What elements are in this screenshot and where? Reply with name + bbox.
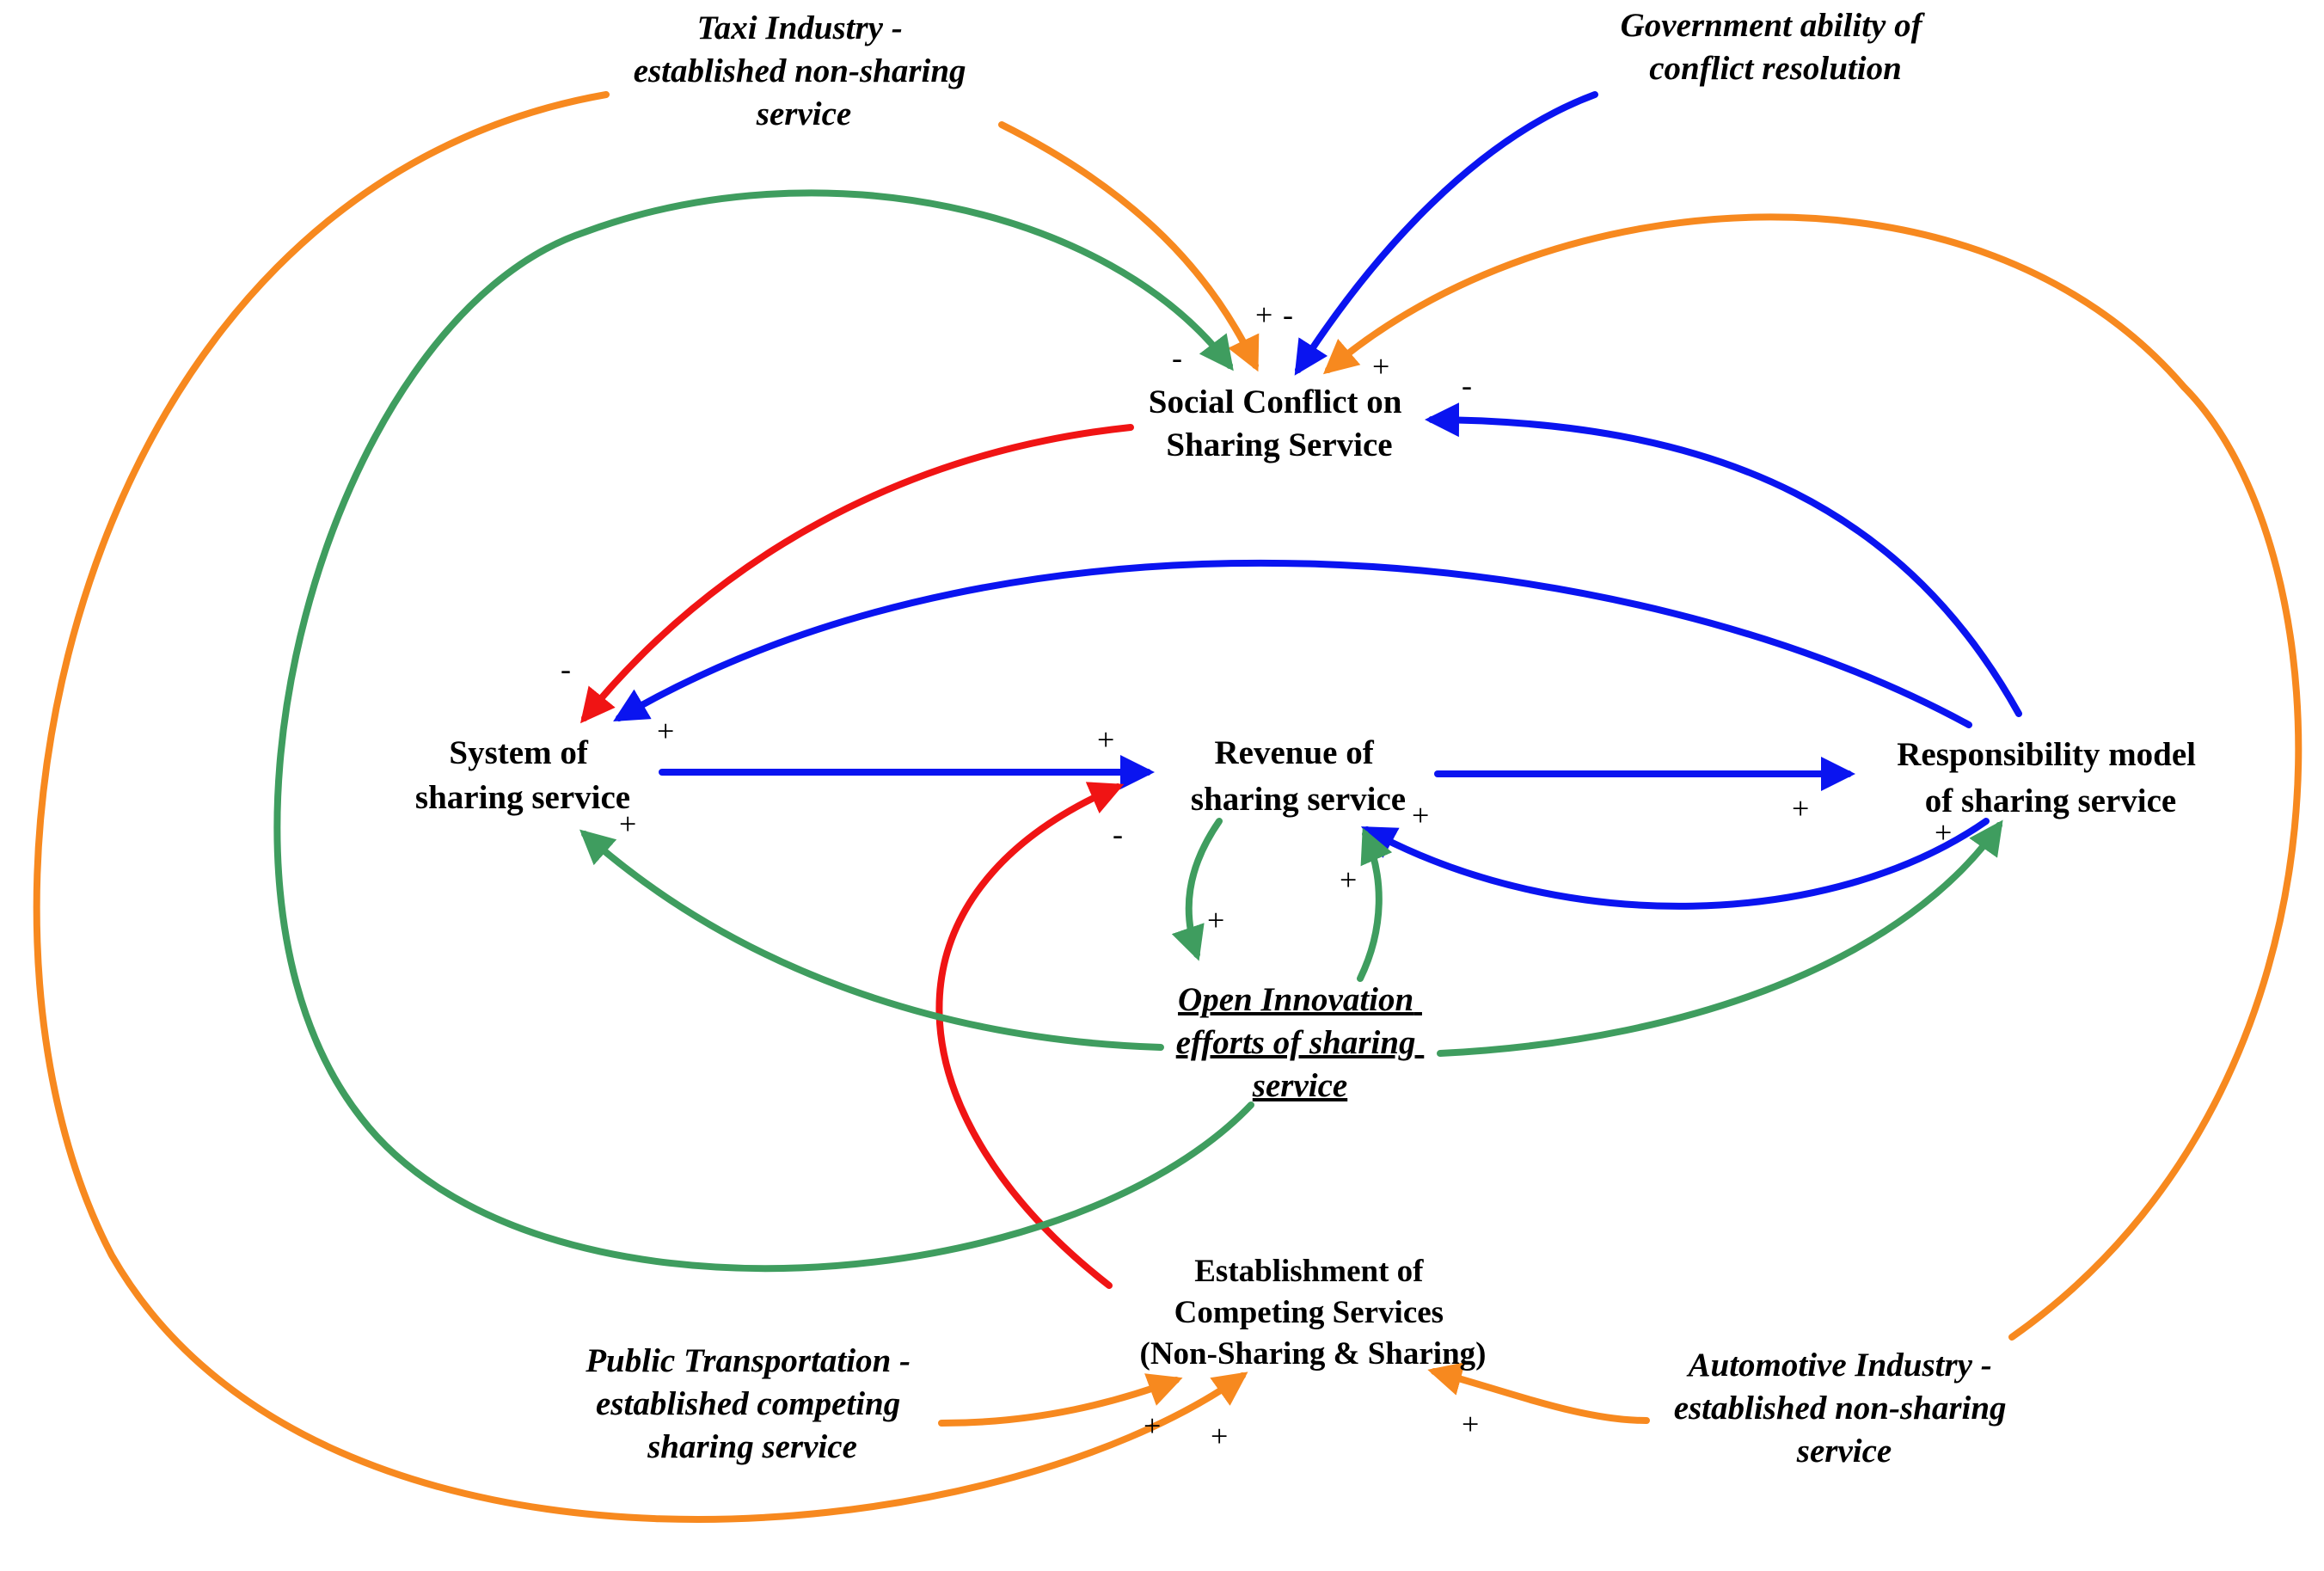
external-government-ability: Government ability of conflict resolutio…	[1621, 7, 1931, 87]
sign-openinnov-revenue-2: +	[1340, 862, 1357, 897]
sign-openinnov-revenue: +	[1412, 798, 1429, 832]
node-establishment-competing-services: Establishment of Competing Services (Non…	[1140, 1254, 1487, 1372]
sign-responsibility-social: -	[1462, 368, 1472, 402]
sign-automotive-establishment: +	[1462, 1407, 1479, 1441]
link-open-innovation-to-system	[579, 829, 1164, 1051]
link-responsibility-to-social-conflict	[1425, 402, 2022, 717]
sign-establishment-social: -	[1172, 341, 1182, 375]
sign-openinnov-system: +	[619, 807, 636, 841]
link-establishment-to-social-conflict	[273, 189, 1254, 1273]
link-open-innovation-to-revenue	[1357, 827, 1393, 982]
link-open-innovation-to-responsibility	[1437, 819, 2003, 1057]
link-public-transport-to-establishment	[938, 1373, 1183, 1427]
sign-openinnov-responsibility: +	[1935, 815, 1952, 850]
node-social-conflict: Social Conflict on Sharing Service	[1149, 384, 1410, 463]
external-taxi-industry: Taxi Industry - established non-sharing …	[634, 9, 975, 132]
node-system-of-sharing-service: System of sharing service	[415, 734, 630, 816]
link-revenue-to-open-innovation	[1171, 818, 1223, 961]
sign-establishment-revenue: -	[1113, 817, 1123, 851]
link-government-to-social-conflict	[1294, 91, 1598, 376]
link-taxi-to-establishment	[33, 91, 1248, 1523]
link-taxi-to-social-conflict	[998, 121, 1260, 372]
external-public-transportation: Public Transportation - established comp…	[585, 1342, 919, 1465]
node-responsibility-model: Responsibility model of sharing service	[1897, 736, 2204, 819]
link-social-conflict-to-system	[579, 424, 1134, 724]
sign-responsibility-system: +	[657, 714, 674, 748]
node-open-innovation: Open Innovation efforts of sharing servi…	[1176, 981, 1425, 1104]
link-signs: + - - + - - + + - + + + + + + + + +	[561, 298, 1952, 1453]
sign-taxi-social: +	[1255, 298, 1272, 332]
sign-revenue-openinnov: +	[1207, 903, 1224, 937]
link-responsibility-to-revenue	[1360, 818, 1990, 910]
sign-taxi-establishment: +	[1211, 1419, 1228, 1453]
sign-public-establishment: +	[1144, 1408, 1161, 1443]
link-automotive-to-establishment	[1427, 1362, 1650, 1424]
sign-automotive-social: +	[1372, 349, 1389, 384]
node-revenue-of-sharing-service: Revenue of sharing service	[1191, 734, 1406, 818]
link-automotive-to-social-conflict	[1322, 213, 2303, 1341]
sign-revenue-responsibility: +	[1792, 791, 1809, 825]
sign-system-revenue: +	[1097, 722, 1114, 757]
sign-social-system: -	[561, 652, 571, 686]
external-automotive-industry: Automotive Industry - established non-sh…	[1674, 1347, 2015, 1470]
link-responsibility-to-system	[613, 559, 1972, 728]
sign-government-social: -	[1283, 298, 1293, 332]
